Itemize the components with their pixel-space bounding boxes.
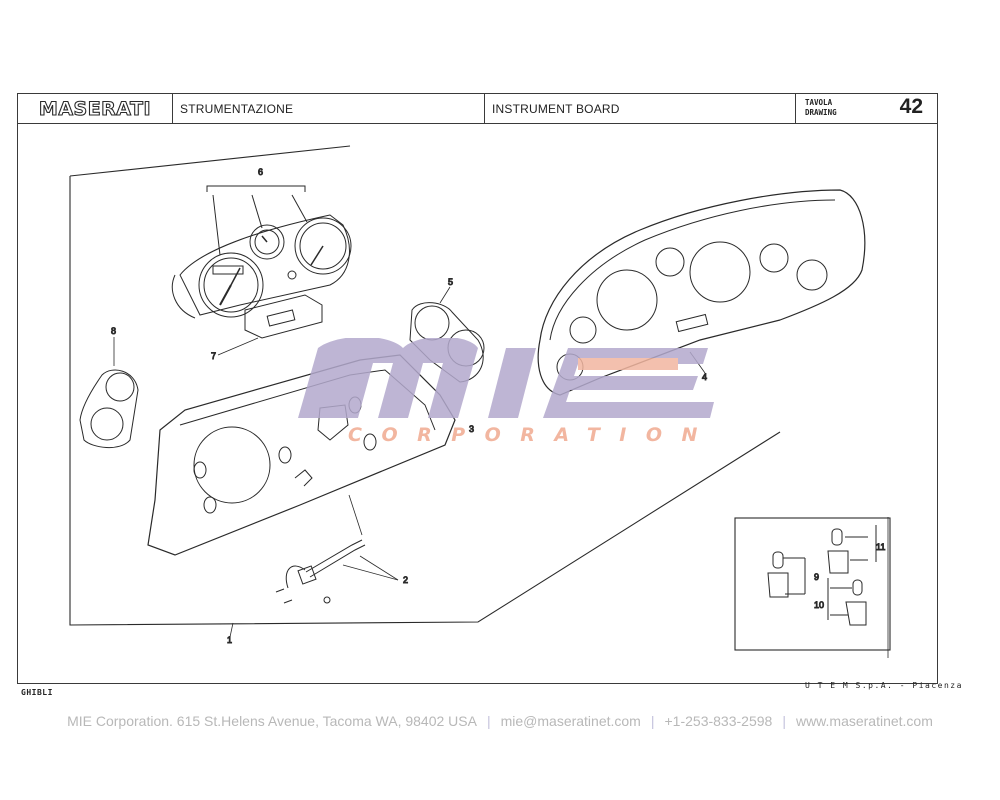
callout-9: 9	[814, 572, 819, 582]
gauge-cluster-6	[171, 185, 352, 319]
callout-10: 10	[814, 600, 824, 610]
title-italian-cell: STRUMENTAZIONE	[173, 94, 485, 123]
contact-footer: MIE Corporation. 615 St.Helens Avenue, T…	[0, 713, 1000, 729]
bulb-inset	[734, 517, 891, 658]
title-english-cell: INSTRUMENT BOARD	[485, 94, 796, 123]
title-italian: STRUMENTAZIONE	[180, 101, 294, 116]
corporation-watermark-text: CORPORATION	[348, 424, 717, 446]
callout-3: 3	[469, 424, 474, 434]
drawing-label-en: DRAWING	[805, 108, 837, 117]
separator: |	[486, 713, 491, 729]
callout-6: 6	[258, 167, 263, 177]
company-address: MIE Corporation. 615 St.Helens Avenue, T…	[67, 713, 477, 729]
drawing-labels: TAVOLA DRAWING	[805, 98, 837, 118]
bulb-10a	[852, 579, 863, 596]
callout-5: 5	[448, 277, 453, 287]
title-english: INSTRUMENT BOARD	[492, 101, 620, 116]
callout-2: 2	[403, 575, 408, 585]
bulb-9a	[772, 551, 784, 569]
email-link[interactable]: mie@maseratinet.com	[500, 713, 641, 729]
callout-1: 1	[227, 635, 232, 645]
mie-watermark-logo	[298, 338, 714, 418]
maker-label: U T E M S.p.A. - Piacenza	[805, 681, 963, 690]
website-link[interactable]: www.maseratinet.com	[795, 713, 933, 729]
drawing-label-it: TAVOLA	[805, 98, 833, 107]
assembly-boundary	[69, 145, 781, 626]
drawing-number: 42	[899, 95, 923, 118]
gauge-pair-8	[79, 337, 139, 448]
separator: |	[650, 713, 655, 729]
callout-7: 7	[211, 351, 216, 361]
separator: |	[782, 713, 786, 729]
title-block: MASERATI STRUMENTAZIONE INSTRUMENT BOARD…	[18, 94, 937, 124]
callout-4: 4	[702, 372, 707, 382]
display-module-7	[217, 294, 323, 356]
maserati-logo: MASERATI	[38, 97, 152, 120]
phone-number: +1-253-833-2598	[664, 713, 773, 729]
callout-11: 11	[876, 542, 885, 552]
callout-8: 8	[111, 326, 116, 336]
drawing-sheet: MASERATI STRUMENTAZIONE INSTRUMENT BOARD…	[17, 93, 938, 684]
speedometer-cable-2	[229, 539, 399, 638]
brand-logo-cell: MASERATI	[18, 94, 173, 123]
drawing-number-cell: TAVOLA DRAWING 42	[796, 94, 939, 123]
model-code: GHIBLI	[21, 688, 53, 697]
bulb-11a	[831, 528, 843, 546]
